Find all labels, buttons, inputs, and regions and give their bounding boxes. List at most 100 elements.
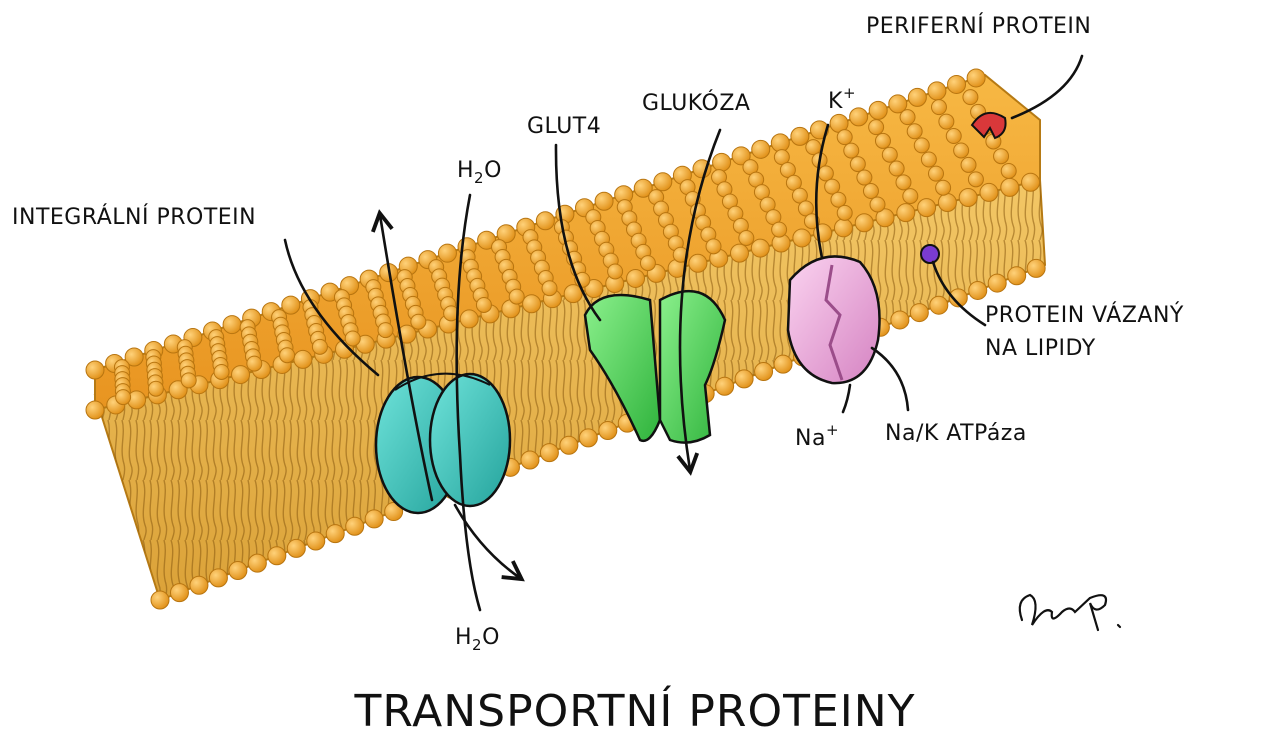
lipid-head [232, 366, 250, 384]
lipid-head [294, 350, 312, 368]
lipid-head [365, 510, 383, 528]
lipid-head [268, 547, 286, 565]
lipid-head [855, 214, 873, 232]
lipid-head [521, 451, 539, 469]
signature [1020, 595, 1120, 630]
label-integral-protein: INTEGRÁLNÍ PROTEIN [12, 204, 256, 230]
na-k-atpase-pump [788, 256, 880, 383]
lipid-head [921, 152, 936, 167]
lipid-head [346, 517, 364, 535]
lipid-head [936, 180, 951, 195]
lipid-head [929, 166, 944, 181]
lipid-head [1001, 178, 1019, 196]
lipid-head [181, 373, 196, 388]
lipid-head [86, 361, 104, 379]
lipid-head [939, 114, 954, 129]
lipid-head [980, 183, 998, 201]
lipid-head [287, 539, 305, 557]
lipid-head [730, 244, 748, 262]
lipid-head [774, 355, 792, 373]
lipid-head [837, 205, 852, 220]
lipid-head [910, 304, 928, 322]
lipid-head [312, 339, 327, 354]
lipid-head [870, 197, 885, 212]
lipid-head [248, 554, 266, 572]
lipid-head [116, 390, 131, 405]
lipid-head [739, 230, 754, 245]
lipid-head [411, 314, 426, 329]
lipid-head [345, 331, 360, 346]
lipid-head [988, 274, 1006, 292]
lipid-head [608, 264, 623, 279]
lipid-head [772, 222, 787, 237]
lipid-head [850, 157, 865, 172]
lipid-head [223, 316, 241, 334]
lipid-head [771, 134, 789, 152]
lipid-head [931, 100, 946, 115]
lipid-head [599, 421, 617, 439]
lipid-head [86, 401, 104, 419]
lipid-head [959, 188, 977, 206]
label-water-bottom: H2O [455, 625, 500, 654]
lipid-head [190, 576, 208, 594]
lipid-head [752, 140, 770, 158]
lipid-head [751, 239, 769, 257]
page-title: TRANSPORTNÍ PROTEINY [353, 684, 915, 731]
lipid-head [869, 120, 884, 135]
lipid-head [280, 348, 295, 363]
lipid-head [640, 256, 655, 271]
lipid-head [247, 356, 262, 371]
lipid-head [460, 310, 478, 328]
lipid-head [938, 194, 956, 212]
label-glucose: GLUKÓZA [642, 90, 750, 116]
lipid-head [844, 143, 859, 158]
lipid-head [834, 219, 852, 237]
lipid-head [209, 569, 227, 587]
label-peripheral-protein: PERIFERNÍ PROTEIN [866, 13, 1091, 39]
label-glut4: GLUT4 [527, 114, 601, 139]
lipid-head [560, 436, 578, 454]
label-lipid-bound-protein-line2: NA LIPIDY [985, 336, 1096, 361]
lipid-head [837, 130, 852, 145]
lipid-head [954, 143, 969, 158]
lipid-head [713, 153, 731, 171]
label-sodium: Na+ [795, 421, 839, 451]
label-water-top: H2O [457, 158, 502, 187]
lipid-head [946, 129, 961, 144]
lipid-head [1022, 173, 1040, 191]
lipid-head [897, 204, 915, 222]
lipid-head [968, 172, 983, 187]
lipid-head [755, 363, 773, 381]
lipid-head [896, 175, 911, 190]
label-na-k-atpase: Na/K ATPáza [885, 421, 1027, 446]
lipid-head [509, 289, 524, 304]
lipid-head [536, 212, 554, 230]
lipid-head [151, 591, 169, 609]
lipid-head [1008, 267, 1026, 285]
lipid-head [595, 192, 613, 210]
lipid-head [891, 311, 909, 329]
lipid-head [963, 90, 978, 105]
lipid-head [326, 525, 344, 543]
lipid-head [579, 429, 597, 447]
lipid-head [903, 189, 918, 204]
label-potassium: K+ [828, 84, 856, 114]
lipid-head [907, 124, 922, 139]
lipid-head [170, 584, 188, 602]
lipid-head [689, 254, 707, 272]
lipid-head [914, 138, 929, 153]
lipid-head [1027, 259, 1045, 277]
lipid-head [889, 161, 904, 176]
lipid-head [882, 147, 897, 162]
lipid-head [863, 184, 878, 199]
lipid-head [716, 377, 734, 395]
lipid-head [307, 532, 325, 550]
lipid-head [791, 127, 809, 145]
lipid-head [961, 157, 976, 172]
lipid-head [476, 297, 491, 312]
lipid-head [918, 199, 936, 217]
label-lipid-bound-protein-line1: PROTEIN VÁZANÝ [985, 302, 1184, 328]
lipid-head [967, 69, 985, 87]
lipid-head [994, 149, 1009, 164]
lipid-head [948, 75, 966, 93]
